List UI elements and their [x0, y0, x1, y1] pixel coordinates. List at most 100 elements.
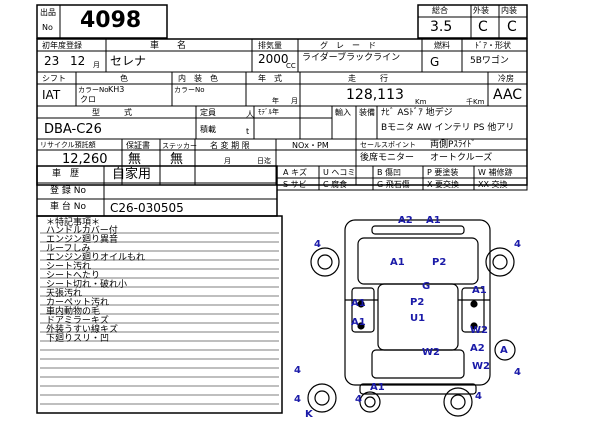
note-item: ドアミラーキズ — [46, 316, 109, 326]
color-label: 色 — [120, 74, 128, 83]
mark-tire-mr: 4 — [514, 367, 521, 378]
lot-label-top: 出品 — [40, 8, 56, 17]
history-label: 車 歴 — [52, 169, 80, 179]
note-item: 外装うすい線キズ — [46, 325, 119, 335]
color-no-label: カラーNo — [78, 86, 109, 94]
history-value: 自家用 — [112, 167, 152, 182]
interior-grade: C — [507, 19, 517, 35]
mark-bottom-a1: A1 — [370, 382, 385, 393]
sales-point-label: セールスポイント — [360, 141, 416, 149]
car-name: セレナ — [110, 54, 147, 68]
mark-rear-w2b: W2 — [472, 361, 490, 372]
fuel-value: G — [430, 55, 440, 69]
mark-front-a2: A2 — [398, 215, 413, 226]
notes-rules — [40, 232, 279, 405]
first-reg-year: 23 — [44, 54, 60, 68]
mark-right-w2: W2 — [470, 325, 488, 336]
legend-xx: XX 交換 — [478, 180, 508, 189]
tire-rear-left — [307, 383, 337, 413]
chassis-label: 車 台 No — [50, 202, 86, 212]
legend-u: U ヘコミ — [323, 168, 356, 177]
inspection-label: 名 変 期 限 — [210, 141, 250, 150]
mark-k: K — [305, 409, 313, 420]
year-model-label: 年 式 — [258, 74, 282, 83]
model-label: 型 式 — [92, 108, 132, 117]
note-item: カーペット汚れ — [46, 298, 110, 308]
car-diagram — [307, 219, 516, 417]
mark-left-front-a1: A1 — [351, 298, 366, 309]
first-reg-month: 12 — [70, 54, 86, 68]
legend-x: X 要交換 — [427, 180, 460, 189]
note-item: シートへたり — [46, 271, 101, 281]
inspection-month-unit: 月 — [224, 157, 231, 165]
recycle-label: リサイクル預託額 — [40, 141, 96, 149]
mark-tire-fl: 4 — [314, 239, 321, 250]
rear-hatch — [371, 349, 465, 379]
model-year-label: ﾓﾃﾞﾙ年 — [258, 108, 279, 116]
year-unit: 年 — [272, 97, 279, 105]
tire-front-right — [485, 247, 515, 277]
hood — [357, 237, 479, 285]
displacement-label: 排気量 — [258, 41, 282, 50]
legend-c: C 腐食 — [323, 180, 348, 189]
sticker-label: ステッカー — [162, 142, 197, 150]
inspection-day-unit: 日迄 — [257, 157, 271, 165]
mark-left-rear-a1: A1 — [351, 317, 366, 328]
fuel-label: 燃料 — [434, 41, 450, 50]
equipment-line1: ﾅﾋﾞ ASﾄﾞｱ 地デジ — [381, 108, 453, 118]
lot-number: 4098 — [80, 8, 142, 33]
legend-b: B 傷凹 — [377, 168, 402, 177]
equipment-line2: Bモニタ AW インテリ PS 他アリ — [381, 123, 515, 133]
grade-value: ライダーブラックライン — [302, 53, 401, 63]
mark-rear-a: A — [500, 345, 508, 356]
nox-label: NOx・PM — [292, 141, 329, 150]
note-item: シート切れ・破れ小 — [46, 280, 128, 290]
legend-g: G 飛石傷 — [377, 180, 410, 189]
first-reg-label: 初年度登録 — [42, 41, 82, 50]
grade-label: グ レ ー ド — [320, 41, 376, 50]
mark-tire-rl: 4 — [294, 365, 301, 376]
note-item: ルーフしみ — [46, 244, 91, 254]
month-unit: 月 — [93, 61, 100, 69]
chassis-value: C26-030505 — [110, 201, 184, 215]
cc-unit: CC — [286, 62, 296, 70]
load-unit: t — [246, 127, 250, 136]
ac-value: AAC — [493, 87, 523, 103]
shift-value: IAT — [42, 88, 61, 102]
mark-front-a1: A1 — [426, 215, 441, 226]
mark-tire-fr: 4 — [514, 239, 521, 250]
left-door — [351, 287, 375, 333]
note-item: エンジン廻り異音 — [46, 235, 119, 245]
reg-no-label: 登 録 No — [50, 186, 86, 196]
overall-label: 総合 — [432, 6, 448, 15]
legend-s: S サビ — [283, 180, 307, 189]
spec-table — [36, 38, 528, 186]
color-no: KH3 — [108, 85, 125, 94]
mileage-label: 走 行 — [348, 74, 388, 83]
mark-tire-rr: 4 — [475, 391, 482, 402]
door-shape-label: ﾄﾞｱ・形状 — [475, 41, 511, 50]
tire-rear-right — [443, 387, 473, 417]
grade-box — [417, 4, 528, 39]
legend-p: P 要塗装 — [427, 168, 459, 177]
rear-bumper — [359, 383, 477, 395]
mark-hood-a1: A1 — [390, 257, 405, 268]
mark-rear-a2: A2 — [470, 343, 485, 354]
mark-right-a1: A1 — [472, 285, 487, 296]
overall-grade: 3.5 — [430, 19, 453, 35]
exterior-label: 外装 — [473, 6, 489, 15]
right-door — [461, 287, 485, 333]
shift-label: シフト — [42, 74, 66, 83]
load-label: 積載 — [200, 125, 216, 134]
notes-box — [36, 215, 283, 414]
model-value: DBA-C26 — [44, 122, 102, 137]
recycle-value: 12,260 — [62, 152, 108, 167]
mark-roof-u1: U1 — [410, 313, 426, 324]
exterior-grade: C — [478, 19, 488, 35]
equipment-label: 装備 — [359, 108, 375, 117]
sales-point-line3: オートクルーズ — [430, 153, 493, 163]
tire-front-left — [310, 247, 340, 277]
km-unit: Km — [415, 98, 427, 106]
